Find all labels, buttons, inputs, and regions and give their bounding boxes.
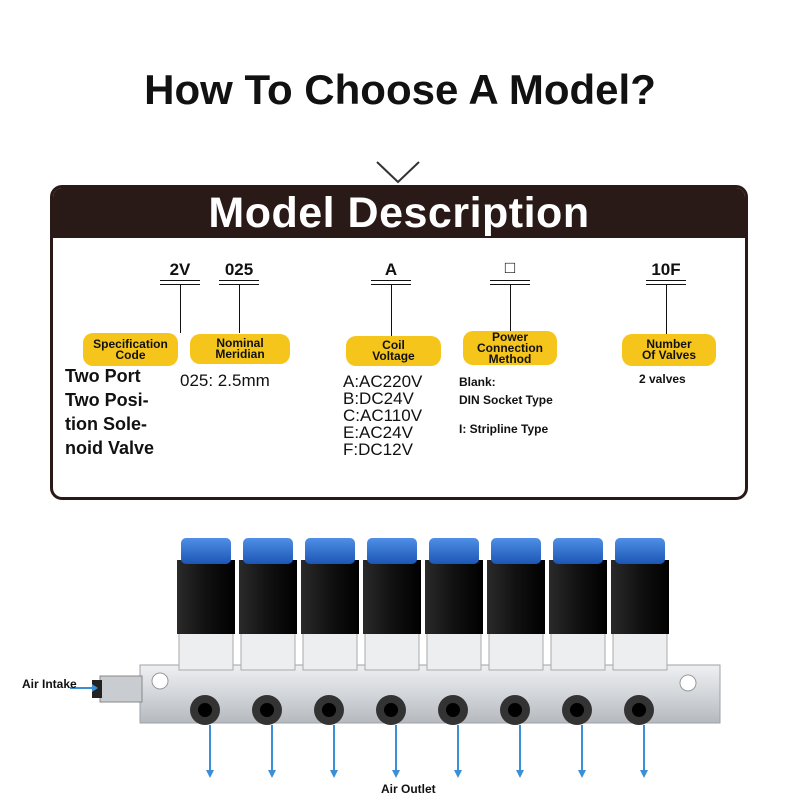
valve [487, 538, 545, 725]
air-intake-label: Air Intake [22, 677, 77, 691]
valves-group [177, 538, 669, 725]
code-connector [666, 284, 667, 334]
segment-description-specification: Two Port Two Posi- tion Sole- noid Valve [65, 366, 155, 458]
segment-code-a: A [384, 260, 398, 279]
air-outlet-label: Air Outlet [381, 782, 436, 796]
segment-description-nominal-meridian: 025: 2.5mm [180, 371, 270, 390]
valve [425, 538, 483, 725]
valve [239, 538, 297, 725]
code-underline [371, 280, 411, 281]
code-underline [646, 280, 686, 281]
valve-manifold-illustration [70, 538, 721, 778]
code-connector [180, 284, 181, 333]
code-underline [219, 280, 259, 281]
segment-code-blank: □ [504, 258, 516, 277]
code-connector [239, 284, 240, 333]
segment-code-2v: 2V [169, 260, 191, 279]
code-connector [510, 284, 511, 331]
chevron-down-icon [376, 161, 420, 184]
valve [549, 538, 607, 725]
segment-code-10f: 10F [651, 260, 681, 279]
valve [301, 538, 359, 725]
segment-code-025: 025 [224, 260, 254, 279]
outlet-arrows-icon [206, 725, 648, 778]
page-heading: How To Choose A Model? [144, 66, 656, 113]
code-underline [490, 280, 530, 281]
code-connector [391, 284, 392, 336]
valve [177, 538, 235, 725]
intake-arrow-icon [70, 684, 98, 692]
segment-description-power-connection: Blank: DIN Socket Type I: Stripline Type [459, 375, 553, 436]
valve [363, 538, 421, 725]
card-title: Model Description [53, 188, 745, 238]
valve [611, 538, 669, 725]
segment-description-number-of-valves: 2 valves [639, 372, 686, 386]
code-underline [160, 280, 200, 281]
segment-description-coil-voltage: A:AC220V B:DC24V C:AC110V E:AC24V F:DC12… [343, 372, 423, 459]
